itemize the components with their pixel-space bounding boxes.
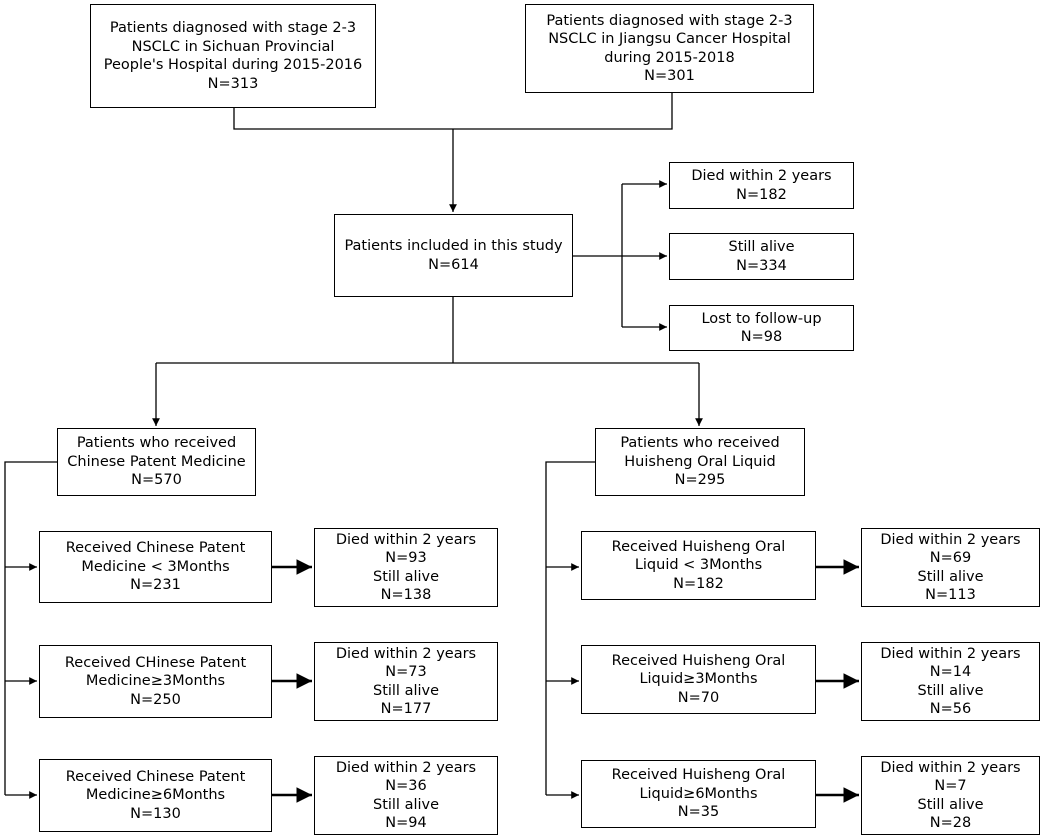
- box-line: Received Huisheng Oral: [611, 652, 786, 669]
- box-cpm-ge6-outcome: Died within 2 years N=36 Still alive N=9…: [314, 756, 498, 835]
- box-line: N=113: [925, 587, 976, 603]
- box-line: People's Hospital during 2015-2016: [103, 57, 363, 73]
- box-included: Patients included in this study N=614: [334, 214, 573, 297]
- box-line: Still alive: [917, 568, 984, 585]
- box-line: N=73: [385, 664, 427, 680]
- box-hol-lt3: Received Huisheng Oral Liquid < 3Months …: [581, 531, 816, 600]
- box-line: during 2015-2018: [604, 49, 735, 66]
- box-line: Died within 2 years: [335, 759, 477, 776]
- box-line: Died within 2 years: [880, 645, 1021, 662]
- box-line: N=98: [740, 329, 783, 345]
- box-line: N=177: [380, 701, 432, 717]
- box-line: Still alive: [917, 796, 984, 813]
- connector-cpm-spine: [4, 461, 57, 795]
- box-line: Medicine≥3Months: [85, 673, 226, 690]
- box-cpm-ge3-outcome: Died within 2 years N=73 Still alive N=1…: [314, 642, 498, 721]
- box-hol-ge6-outcome: Died within 2 years N=7 Still alive N=28: [861, 756, 1040, 835]
- box-line: Received Chinese Patent: [65, 768, 246, 785]
- box-line: N=334: [736, 257, 787, 274]
- box-line: Died within 2 years: [880, 759, 1021, 776]
- box-lost-followup: Lost to follow-up N=98: [669, 305, 854, 351]
- box-line: Patients included in this study: [344, 238, 563, 254]
- box-line: Died within 2 years: [335, 645, 477, 662]
- box-line: Patients who received: [620, 435, 780, 452]
- box-cpm-ge6: Received Chinese Patent Medicine≥6Months…: [39, 759, 272, 832]
- box-line: N=35: [677, 804, 720, 821]
- box-line: N=313: [207, 75, 259, 92]
- box-hol-ge6: Received Huisheng Oral Liquid≥6Months N=…: [581, 760, 816, 828]
- box-line: N=28: [929, 815, 972, 831]
- box-line: Received Huisheng Oral: [611, 767, 786, 784]
- box-line: N=130: [130, 805, 181, 822]
- box-line: Patients diagnosed with stage 2-3: [546, 12, 793, 29]
- box-source-sichuan: Patients diagnosed with stage 2-3 NSCLC …: [90, 4, 376, 108]
- box-cpm-group: Patients who received Chinese Patent Med…: [57, 428, 256, 496]
- box-line: Huisheng Oral Liquid: [624, 453, 776, 470]
- box-line: Patients diagnosed with stage 2-3: [109, 20, 357, 36]
- box-cpm-lt3: Received Chinese Patent Medicine < 3Mont…: [39, 531, 272, 603]
- box-line: N=14: [929, 664, 972, 680]
- box-line: Still alive: [372, 682, 440, 699]
- box-line: Still alive: [917, 682, 984, 699]
- box-line: Liquid < 3Months: [634, 557, 763, 574]
- box-line: Received CHinese Patent: [64, 654, 247, 671]
- box-line: N=182: [736, 186, 787, 203]
- box-hol-lt3-outcome: Died within 2 years N=69 Still alive N=1…: [861, 528, 1040, 607]
- box-hol-ge3-outcome: Died within 2 years N=14 Still alive N=5…: [861, 642, 1040, 721]
- box-line: Still alive: [372, 796, 440, 813]
- box-line: N=69: [929, 550, 972, 566]
- box-line: NSCLC in Sichuan Provincial: [131, 38, 335, 55]
- box-line: N=570: [131, 472, 182, 489]
- box-line: Medicine≥6Months: [85, 787, 226, 804]
- box-hol-group: Patients who received Huisheng Oral Liqu…: [595, 428, 805, 496]
- box-line: N=36: [385, 778, 427, 794]
- box-line: Liquid≥6Months: [639, 785, 758, 802]
- box-line: N=94: [385, 815, 427, 831]
- box-line: N=138: [380, 587, 432, 603]
- box-cpm-lt3-outcome: Died within 2 years N=93 Still alive N=1…: [314, 528, 498, 607]
- box-line: N=250: [130, 691, 181, 708]
- box-line: N=7: [934, 778, 967, 794]
- box-source-jiangsu: Patients diagnosed with stage 2-3 NSCLC …: [525, 4, 814, 93]
- box-line: Medicine < 3Months: [81, 558, 230, 575]
- connector-hol-spine: [545, 461, 595, 795]
- box-line: Still alive: [728, 239, 795, 255]
- box-line: N=301: [644, 68, 695, 84]
- box-line: N=93: [385, 550, 427, 566]
- box-line: N=182: [673, 575, 724, 592]
- box-line: NSCLC in Jiangsu Cancer Hospital: [548, 31, 791, 47]
- box-line: Received Huisheng Oral: [611, 538, 786, 555]
- box-line: Liquid≥3Months: [639, 671, 758, 688]
- box-line: Received Chinese Patent: [65, 540, 246, 557]
- box-still-alive: Still alive N=334: [669, 233, 854, 280]
- box-line: N=56: [929, 701, 972, 717]
- box-line: Chinese Patent Medicine: [67, 453, 246, 470]
- box-line: Lost to follow-up: [701, 310, 822, 327]
- box-line: N=231: [130, 577, 181, 594]
- box-line: N=614: [428, 256, 479, 273]
- box-cpm-ge3: Received CHinese Patent Medicine≥3Months…: [39, 645, 272, 718]
- box-line: Died within 2 years: [691, 168, 832, 184]
- box-hol-ge3: Received Huisheng Oral Liquid≥3Months N=…: [581, 645, 816, 714]
- box-line: Patients who received: [76, 435, 237, 452]
- box-line: N=70: [677, 689, 720, 706]
- box-line: Still alive: [372, 568, 440, 585]
- box-line: Died within 2 years: [880, 531, 1021, 548]
- box-line: N=295: [674, 472, 726, 489]
- box-line: Died within 2 years: [335, 531, 477, 548]
- box-died-2y: Died within 2 years N=182: [669, 162, 854, 209]
